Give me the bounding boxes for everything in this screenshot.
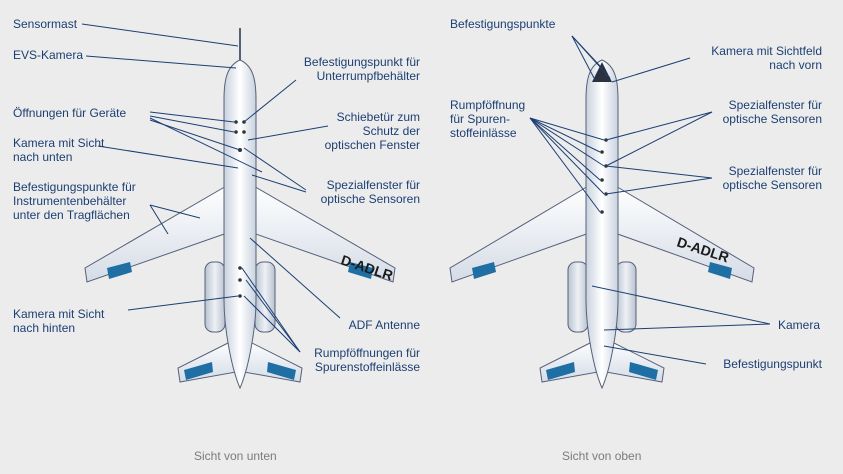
leader-lines-left [81,23,341,353]
label-befestigung-unterrumpf: Befestigungspunkt für Unterrumpfbehälter [303,55,420,83]
opening-dot [242,130,246,134]
left-tail-accent [184,362,213,380]
right-wing-tip-accent [348,262,373,279]
left-wing-tip-accent [472,262,496,279]
label-evs-kamera: EVS-Kamera [13,48,84,62]
fuselage [223,59,257,390]
label-spezialfenster: Spezialfenster für optische Sensoren [320,178,420,206]
opening-dot [234,120,238,124]
aircraft-top-view: D-ADLR [449,35,771,390]
right-tail-accent [629,362,658,380]
left-tail-accent [546,362,575,380]
label-kamera-unten: Kamera mit Sicht nach unten [13,136,105,164]
label-oeffnungen-geraete: Öffnungen für Geräte [13,106,127,120]
right-engine [254,261,276,333]
label-adf-antenne: ADF Antenne [348,318,420,332]
label-befestigungspunkt: Befestigungspunkt [723,357,822,371]
label-schiebetuer: Schiebetür zum Schutz der optischen Fens… [324,110,420,152]
label-rumpfoeffnungen: Rumpföffnungen für Spurenstoffeinlässe [314,346,420,374]
right-tail-accent [267,362,296,380]
opening-dot [234,130,238,134]
label-kamera: Kamera [777,318,820,332]
left-engine [567,261,589,333]
window-dot [600,210,604,214]
fuselage [585,59,619,390]
window-dot [600,178,604,182]
label-spezialfenster-1: Spezialfenster für optische Sensoren [722,98,822,126]
opening-dot [238,266,242,270]
window-dot [600,150,604,154]
label-kamera-hinten: Kamera mit Sicht nach hinten [13,307,105,335]
left-wing-tip-accent [107,262,132,279]
label-spezialfenster-2: Spezialfenster für optische Sensoren [722,164,822,192]
cockpit-window [592,62,612,82]
label-rumpfoeffnung: Rumpföffnung für Spuren- stoffeinlässe [450,98,526,140]
label-kamera-sichtfeld: Kamera mit Sichtfeld nach vorn [711,44,822,72]
leader-lines-right [529,35,771,365]
right-engine [615,261,637,333]
opening-dot [238,294,242,298]
right-wing-tip-accent [708,262,732,279]
caption-bottom-view: Sicht von unten [194,449,277,463]
label-befestigung-instrumente: Befestigungspunkte für Instrumentenbehäl… [13,180,136,222]
label-sensormast: Sensormast [13,17,78,31]
left-engine [204,261,226,333]
label-befestigungspunkte: Befestigungspunkte [450,17,556,31]
caption-top-view: Sicht von oben [562,449,642,463]
opening-dot [238,278,242,282]
